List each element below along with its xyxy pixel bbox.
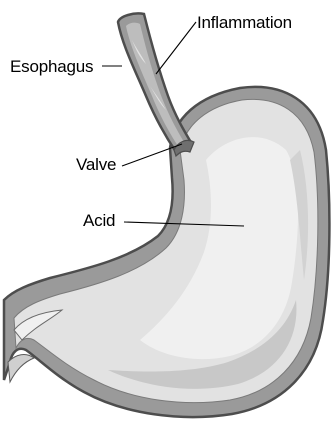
inflammation-label: Inflammation [197,13,292,32]
acid-label: Acid [83,211,115,230]
valve-label: Valve [76,155,116,174]
esophagus-label: Esophagus [10,57,93,76]
esophagus-lining [126,23,184,146]
duodenum-fold-lower [8,355,34,382]
inflammation-leader [156,22,196,74]
